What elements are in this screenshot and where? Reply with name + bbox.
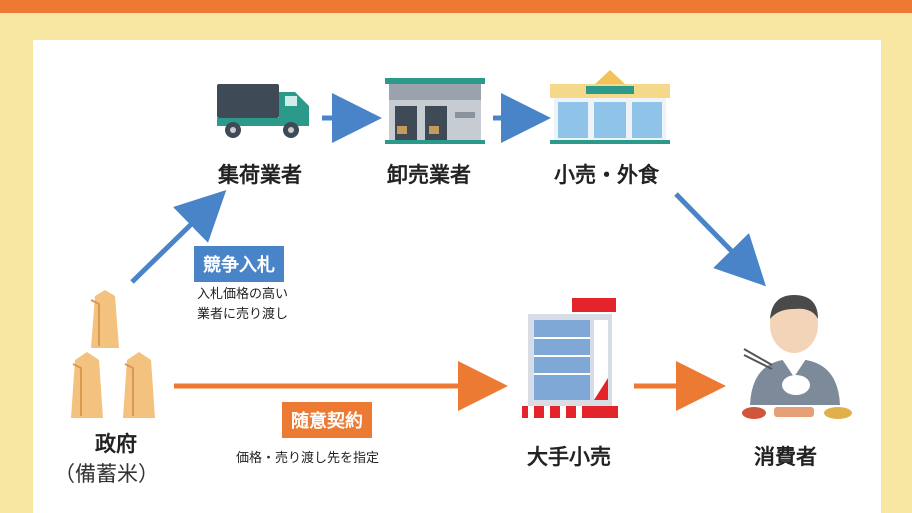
node-consumer: 消費者	[754, 445, 817, 469]
node-government: 政府	[95, 432, 137, 456]
note-bidding-line1: 入札価格の高い	[197, 287, 289, 302]
badge-bidding: 競争入札	[194, 246, 284, 282]
truck-icon	[217, 84, 309, 138]
arrow-gov-to-collector	[130, 190, 227, 284]
node-major-retail: 大手小売	[527, 445, 611, 469]
note-voluntary: 価格・売り渡し先を指定	[236, 451, 380, 466]
rice-bags-icon	[71, 290, 155, 418]
node-collector: 集荷業者	[218, 163, 302, 187]
node-government-sub: （備蓄米）	[54, 462, 159, 486]
note-bidding-line2: 業者に売り渡し	[197, 307, 289, 322]
store-icon	[550, 70, 670, 144]
node-retail: 小売・外食	[554, 163, 659, 187]
badge-voluntary: 随意契約	[282, 402, 372, 438]
node-wholesaler: 卸売業者	[387, 163, 471, 187]
arrow-retail-to-consumer	[674, 192, 766, 287]
warehouse-icon	[385, 78, 485, 144]
building-icon	[522, 298, 618, 418]
consumer-eating-icon	[742, 295, 852, 419]
top-accent-bar	[0, 0, 912, 13]
